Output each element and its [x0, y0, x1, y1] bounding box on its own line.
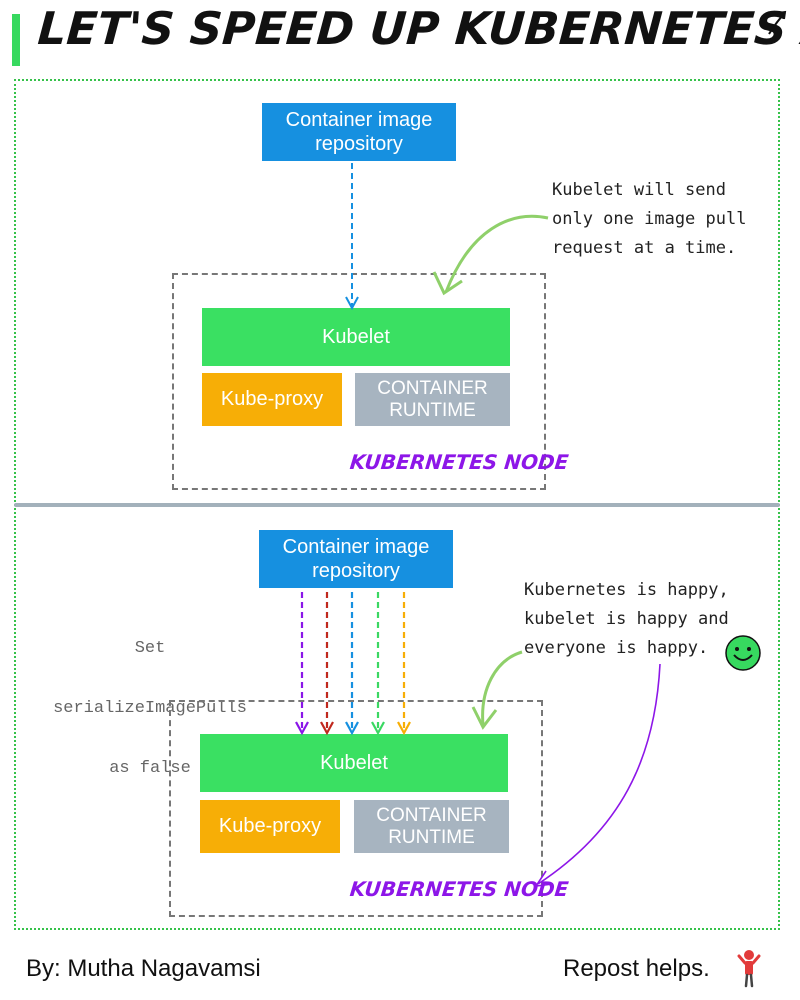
- before-note-arrowhead: [432, 271, 463, 296]
- runtime-label-line1: CONTAINER: [376, 804, 487, 826]
- parallel-pull-arrows: [295, 592, 411, 736]
- kubelet-label: Kubelet: [322, 325, 390, 348]
- container-image-repository-box: Container image repository: [262, 103, 456, 161]
- image-pull-arrowhead: [371, 721, 385, 736]
- container-runtime-box: CONTAINER RUNTIME: [355, 373, 510, 426]
- single-pull-arrowhead: [345, 296, 359, 311]
- repository-label-line2: repository: [315, 133, 403, 155]
- setting-line: serializeImagePulls: [53, 699, 247, 718]
- kubelet-label: Kubelet: [320, 751, 388, 774]
- kube-proxy-label: Kube-proxy: [218, 815, 322, 837]
- note-line: only one image pull: [552, 209, 747, 229]
- node-pointer-arrow: [537, 663, 661, 885]
- title-accent-bar: [12, 14, 20, 66]
- container-image-repository-box: Container image repository: [259, 530, 453, 588]
- happy-note: Kubernetes is happy, kubelet is happy an…: [524, 576, 774, 663]
- runtime-label-line1: CONTAINER: [377, 377, 488, 399]
- section-divider: [14, 503, 780, 507]
- repository-label-line1: Container image: [282, 536, 430, 558]
- note-line: Kubelet will send: [552, 180, 726, 200]
- arrow-up-right-icon: [768, 10, 787, 35]
- smiley-face-icon: [725, 635, 761, 671]
- runtime-label-line2: RUNTIME: [389, 399, 476, 421]
- serialize-image-pulls-setting: Set serializeImagePulls as false: [30, 599, 270, 799]
- kubelet-box: Kubelet: [200, 734, 508, 792]
- note-line: everyone is happy.: [524, 638, 709, 658]
- note-line: Kubernetes is happy,: [524, 580, 729, 600]
- repository-label-line2: repository: [312, 560, 400, 582]
- setting-line: as false: [109, 759, 191, 778]
- person-waving-icon: [737, 950, 761, 988]
- after-note-arrow: [481, 650, 523, 726]
- kube-proxy-label: Kube-proxy: [220, 388, 324, 410]
- kubernetes-node-box: [169, 700, 543, 917]
- kube-proxy-box: Kube-proxy: [202, 373, 342, 426]
- after-note-arrowhead: [471, 706, 498, 730]
- image-pull-arrowhead: [345, 721, 359, 736]
- runtime-label-line2: RUNTIME: [388, 826, 475, 848]
- kube-proxy-box: Kube-proxy: [200, 800, 340, 853]
- image-pull-arrowhead: [295, 721, 309, 736]
- setting-line: Set: [134, 639, 166, 658]
- repository-label-line1: Container image: [285, 109, 433, 131]
- container-runtime-box: CONTAINER RUNTIME: [354, 800, 509, 853]
- serial-pull-note: Kubelet will send only one image pull re…: [552, 176, 772, 263]
- repost-cta: Repost helps.: [563, 955, 710, 982]
- image-pull-arrowhead: [320, 721, 334, 736]
- image-pull-arrowhead: [397, 721, 411, 736]
- kubelet-box: Kubelet: [202, 308, 510, 366]
- kubernetes-node-box: [172, 273, 546, 490]
- note-line: request at a time.: [552, 238, 737, 258]
- author-credit: By: Mutha Nagavamsi: [26, 955, 261, 982]
- node-pointer-arrowhead: [534, 870, 554, 887]
- before-note-arrow: [444, 214, 549, 293]
- note-line: kubelet is happy and: [524, 609, 729, 629]
